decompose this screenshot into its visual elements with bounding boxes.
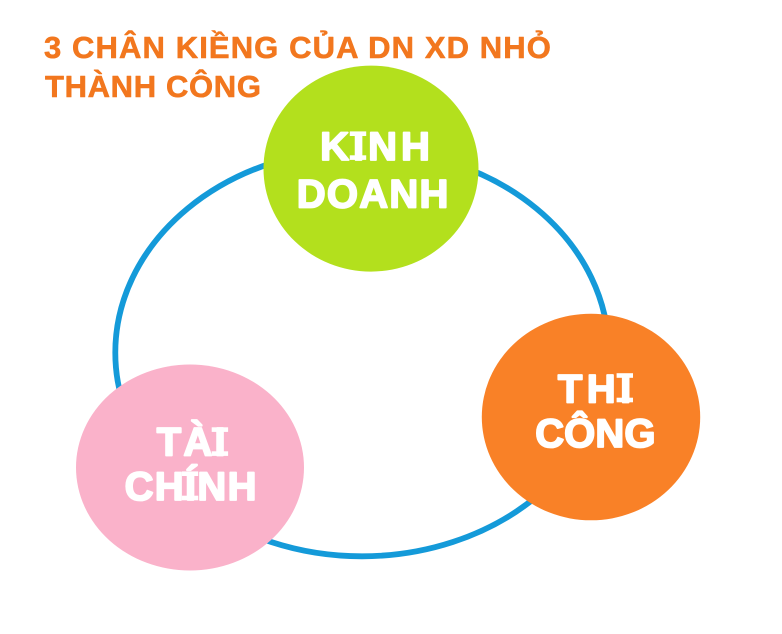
svg-text:3 CHÂN KIỀNG CỦA DN XD NHỎ: 3 CHÂN KIỀNG CỦA DN XD NHỎ bbox=[44, 29, 552, 65]
svg-text:TÀI: TÀI bbox=[157, 420, 228, 465]
svg-text:KINH: KINH bbox=[320, 125, 434, 169]
svg-text:CHÍNH: CHÍNH bbox=[125, 464, 258, 509]
svg-text:CÔNG: CÔNG bbox=[535, 410, 655, 456]
svg-text:DOANH: DOANH bbox=[297, 173, 450, 217]
svg-text:THÀNH CÔNG: THÀNH CÔNG bbox=[45, 68, 262, 104]
